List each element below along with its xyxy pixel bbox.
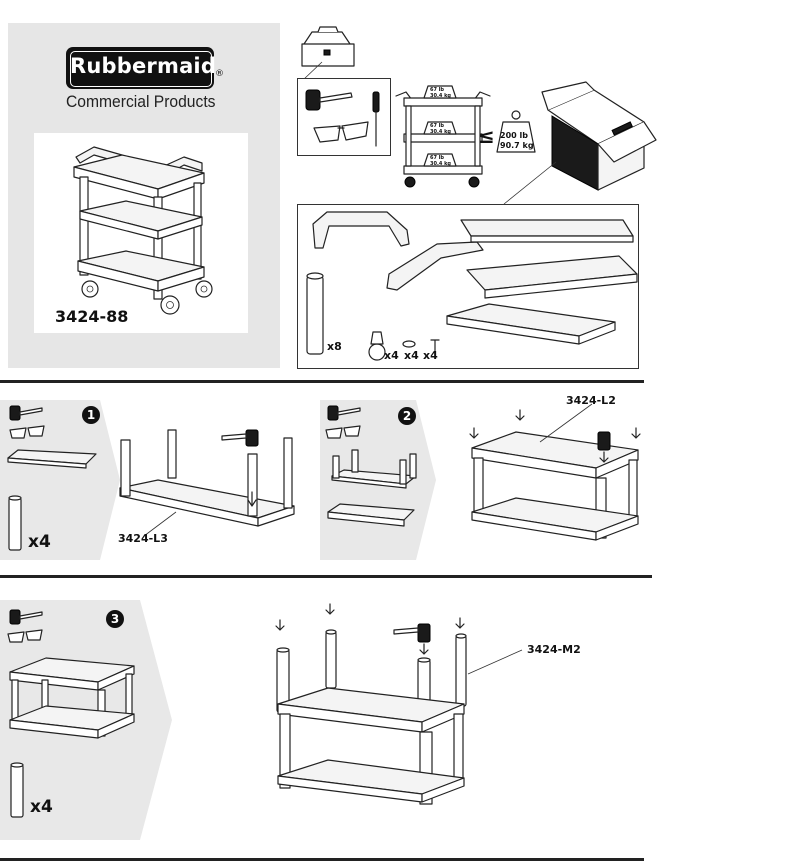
step-3-label-line [467, 649, 523, 675]
assembled-cart-illustration [73, 146, 213, 315]
divider-1 [0, 380, 644, 383]
step-2-assembly [469, 409, 641, 541]
step-3-tools [7, 609, 135, 739]
shelf-load-3-kg: 30.4 kg [430, 161, 451, 167]
step-3-badge: 3 [106, 610, 124, 628]
step-1-tools [7, 405, 97, 469]
step-1-label-line [143, 511, 177, 537]
rubbermaid-logo-frame [70, 51, 212, 87]
rubbermaid-logo [66, 47, 214, 89]
shelf-load-1-kg: 30.4 kg [430, 93, 451, 99]
divider-3 [0, 858, 644, 861]
weight-limit-kg: 90.7 kg [500, 141, 534, 150]
shelf-load-2-lb: 67 lb [430, 123, 444, 129]
callout-line [503, 161, 557, 205]
step-1-shelf-label: 3424-L3 [118, 532, 168, 545]
step-1-posts-qty: x4 [28, 532, 51, 552]
step-3-posts-qty: x4 [30, 797, 53, 817]
step-3-shelf-label: 3424-M2 [527, 643, 581, 656]
shelf-load-1-lb: 67 lb [430, 87, 444, 93]
step-1-panel [0, 400, 120, 560]
logo-text: Rubbermaid [70, 54, 217, 78]
step-1-post-part [8, 495, 22, 551]
parts-posts-qty: x8 [327, 340, 342, 353]
parts-screws-qty: x4 [423, 349, 438, 362]
step-2-badge: 2 [398, 407, 416, 425]
registered-mark: ® [215, 69, 224, 79]
divider-2 [0, 575, 652, 578]
safety-glasses-icon [313, 121, 369, 143]
shelf-load-3-lb: 67 lb [430, 155, 444, 161]
less-or-equal-symbol: ≤ [478, 124, 495, 148]
model-number: 3424-88 [55, 307, 129, 326]
step-1-badge: 1 [82, 406, 100, 424]
shipping-box-illustration [541, 81, 657, 191]
brand-subtitle: Commercial Products [66, 92, 216, 111]
step-1-assembly [119, 429, 295, 527]
parts-casters-qty: x4 [384, 349, 399, 362]
tools-connector [302, 61, 323, 81]
mallet-icon [305, 89, 353, 111]
weight-limit-lb: 200 lb [500, 131, 528, 140]
step-3-assembly [275, 603, 467, 805]
step-2-label-line [539, 403, 593, 443]
step-2-tools [325, 405, 417, 527]
cart-load-diagram [395, 85, 491, 188]
step-3-post-part [10, 762, 24, 818]
screwdriver-icon [372, 91, 380, 147]
parts-illustration [306, 211, 638, 361]
weight-icon [496, 110, 536, 153]
parts-caps-qty: x4 [404, 349, 419, 362]
toolbox-icon [301, 26, 355, 67]
shelf-load-2-kg: 30.4 kg [430, 129, 451, 135]
step-2-shelf-label: 3424-L2 [566, 394, 616, 407]
